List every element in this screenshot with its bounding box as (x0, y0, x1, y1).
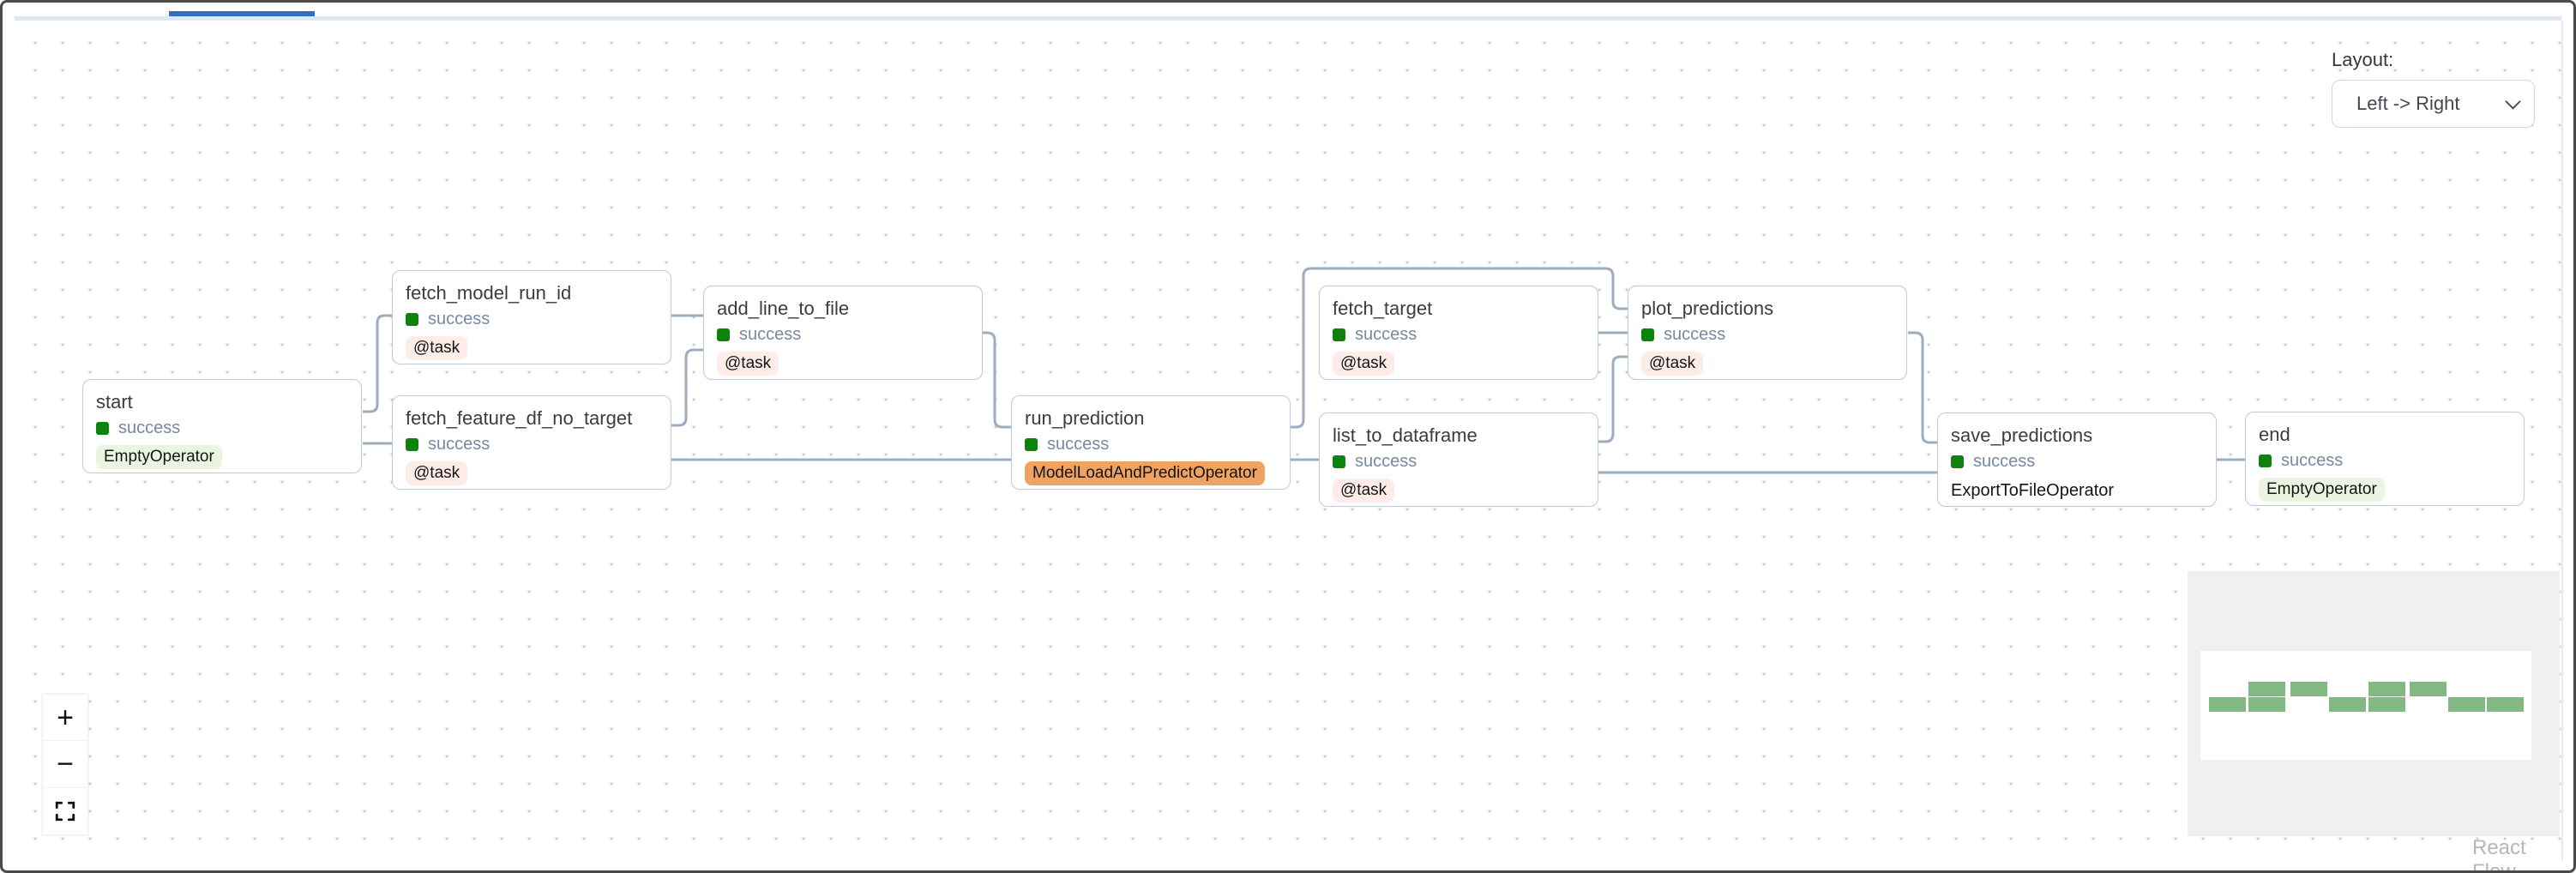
fit-view-icon (55, 801, 75, 822)
success-status-icon (406, 438, 418, 451)
active-tab-indicator[interactable] (169, 11, 315, 16)
task-name: fetch_target (1333, 298, 1433, 319)
minimap-node-save_predictions (2448, 697, 2485, 712)
operator-badge: EmptyOperator (96, 445, 222, 469)
operator-badge: ExportToFileOperator (1951, 481, 2115, 500)
reactflow-attribution: React Flow (2472, 836, 2526, 873)
task-status-row: success (406, 435, 658, 455)
task-status-row: success (1641, 325, 1893, 345)
task-status-label: success (1355, 325, 1417, 344)
minimap-node-start (2209, 697, 2246, 712)
task-name: fetch_feature_df_no_target (406, 407, 633, 429)
success-status-icon (406, 313, 418, 326)
operator-badge: @task (406, 336, 468, 360)
minimap-node-fetch_feature_df_no_target (2248, 697, 2285, 712)
task-status-label: success (118, 418, 181, 437)
success-status-icon (1333, 455, 1345, 468)
operator-badge: EmptyOperator (2259, 478, 2385, 502)
zoom-controls: + − (42, 694, 88, 835)
operator-badge: @task (717, 352, 779, 376)
minimap-node-plot_predictions (2410, 682, 2447, 696)
chevron-down-icon (2505, 93, 2521, 110)
task-status-label: success (2281, 451, 2344, 470)
tab-bar-divider (15, 16, 2561, 21)
task-status-row: success (1951, 452, 2203, 472)
task-name: add_line_to_file (717, 298, 850, 319)
minimap-node-add_line_to_file (2290, 682, 2327, 696)
layout-direction-value: Left -> Right (2356, 93, 2460, 114)
task-status-label: success (1047, 435, 1110, 454)
zoom-in-button[interactable]: + (42, 694, 88, 741)
operator-badge: ModelLoadAndPredictOperator (1025, 461, 1265, 485)
task-name: list_to_dataframe (1333, 424, 1478, 446)
task-status-row: success (1333, 325, 1585, 345)
layout-direction-select[interactable]: Left -> Right (2332, 80, 2535, 128)
task-status-row: success (1333, 452, 1585, 472)
task-status-label: success (1973, 452, 2036, 471)
zoom-out-button[interactable]: − (42, 741, 88, 788)
minimap[interactable] (2188, 571, 2560, 836)
task-name: run_prediction (1025, 407, 1145, 429)
task-status-label: success (428, 435, 491, 454)
fit-view-button[interactable] (42, 788, 88, 835)
task-status-label: success (428, 310, 491, 328)
success-status-icon (96, 422, 109, 435)
task-status-row: success (96, 418, 348, 438)
operator-badge: @task (406, 461, 468, 485)
operator-badge: @task (1641, 352, 1704, 376)
task-name: fetch_model_run_id (406, 282, 572, 304)
success-status-icon (717, 328, 730, 341)
task-name: save_predictions (1951, 424, 2093, 446)
layout-panel: Layout: Left -> Right (2332, 49, 2535, 128)
success-status-icon (1025, 438, 1038, 451)
minimap-node-fetch_target (2368, 682, 2405, 696)
task-status-label: success (1355, 452, 1417, 471)
task-status-row: success (1025, 435, 1277, 455)
task-status-label: success (1664, 325, 1726, 344)
success-status-icon (1951, 455, 1964, 468)
success-status-icon (1333, 328, 1345, 341)
minimap-node-list_to_dataframe (2368, 697, 2405, 712)
success-status-icon (2259, 455, 2272, 467)
minimap-node-fetch_model_run_id (2248, 682, 2285, 696)
task-status-label: success (739, 325, 802, 344)
task-status-row: success (406, 310, 658, 329)
minimap-node-run_prediction (2329, 697, 2366, 712)
operator-badge: @task (1333, 479, 1395, 503)
task-status-row: success (717, 325, 969, 345)
layout-label: Layout: (2332, 49, 2394, 70)
task-name: end (2259, 424, 2290, 445)
task-name: start (96, 391, 133, 412)
minimap-node-end (2487, 697, 2524, 712)
task-status-row: success (2259, 451, 2511, 471)
operator-badge: @task (1333, 352, 1395, 376)
task-name: plot_predictions (1641, 298, 1774, 319)
success-status-icon (1641, 328, 1654, 341)
